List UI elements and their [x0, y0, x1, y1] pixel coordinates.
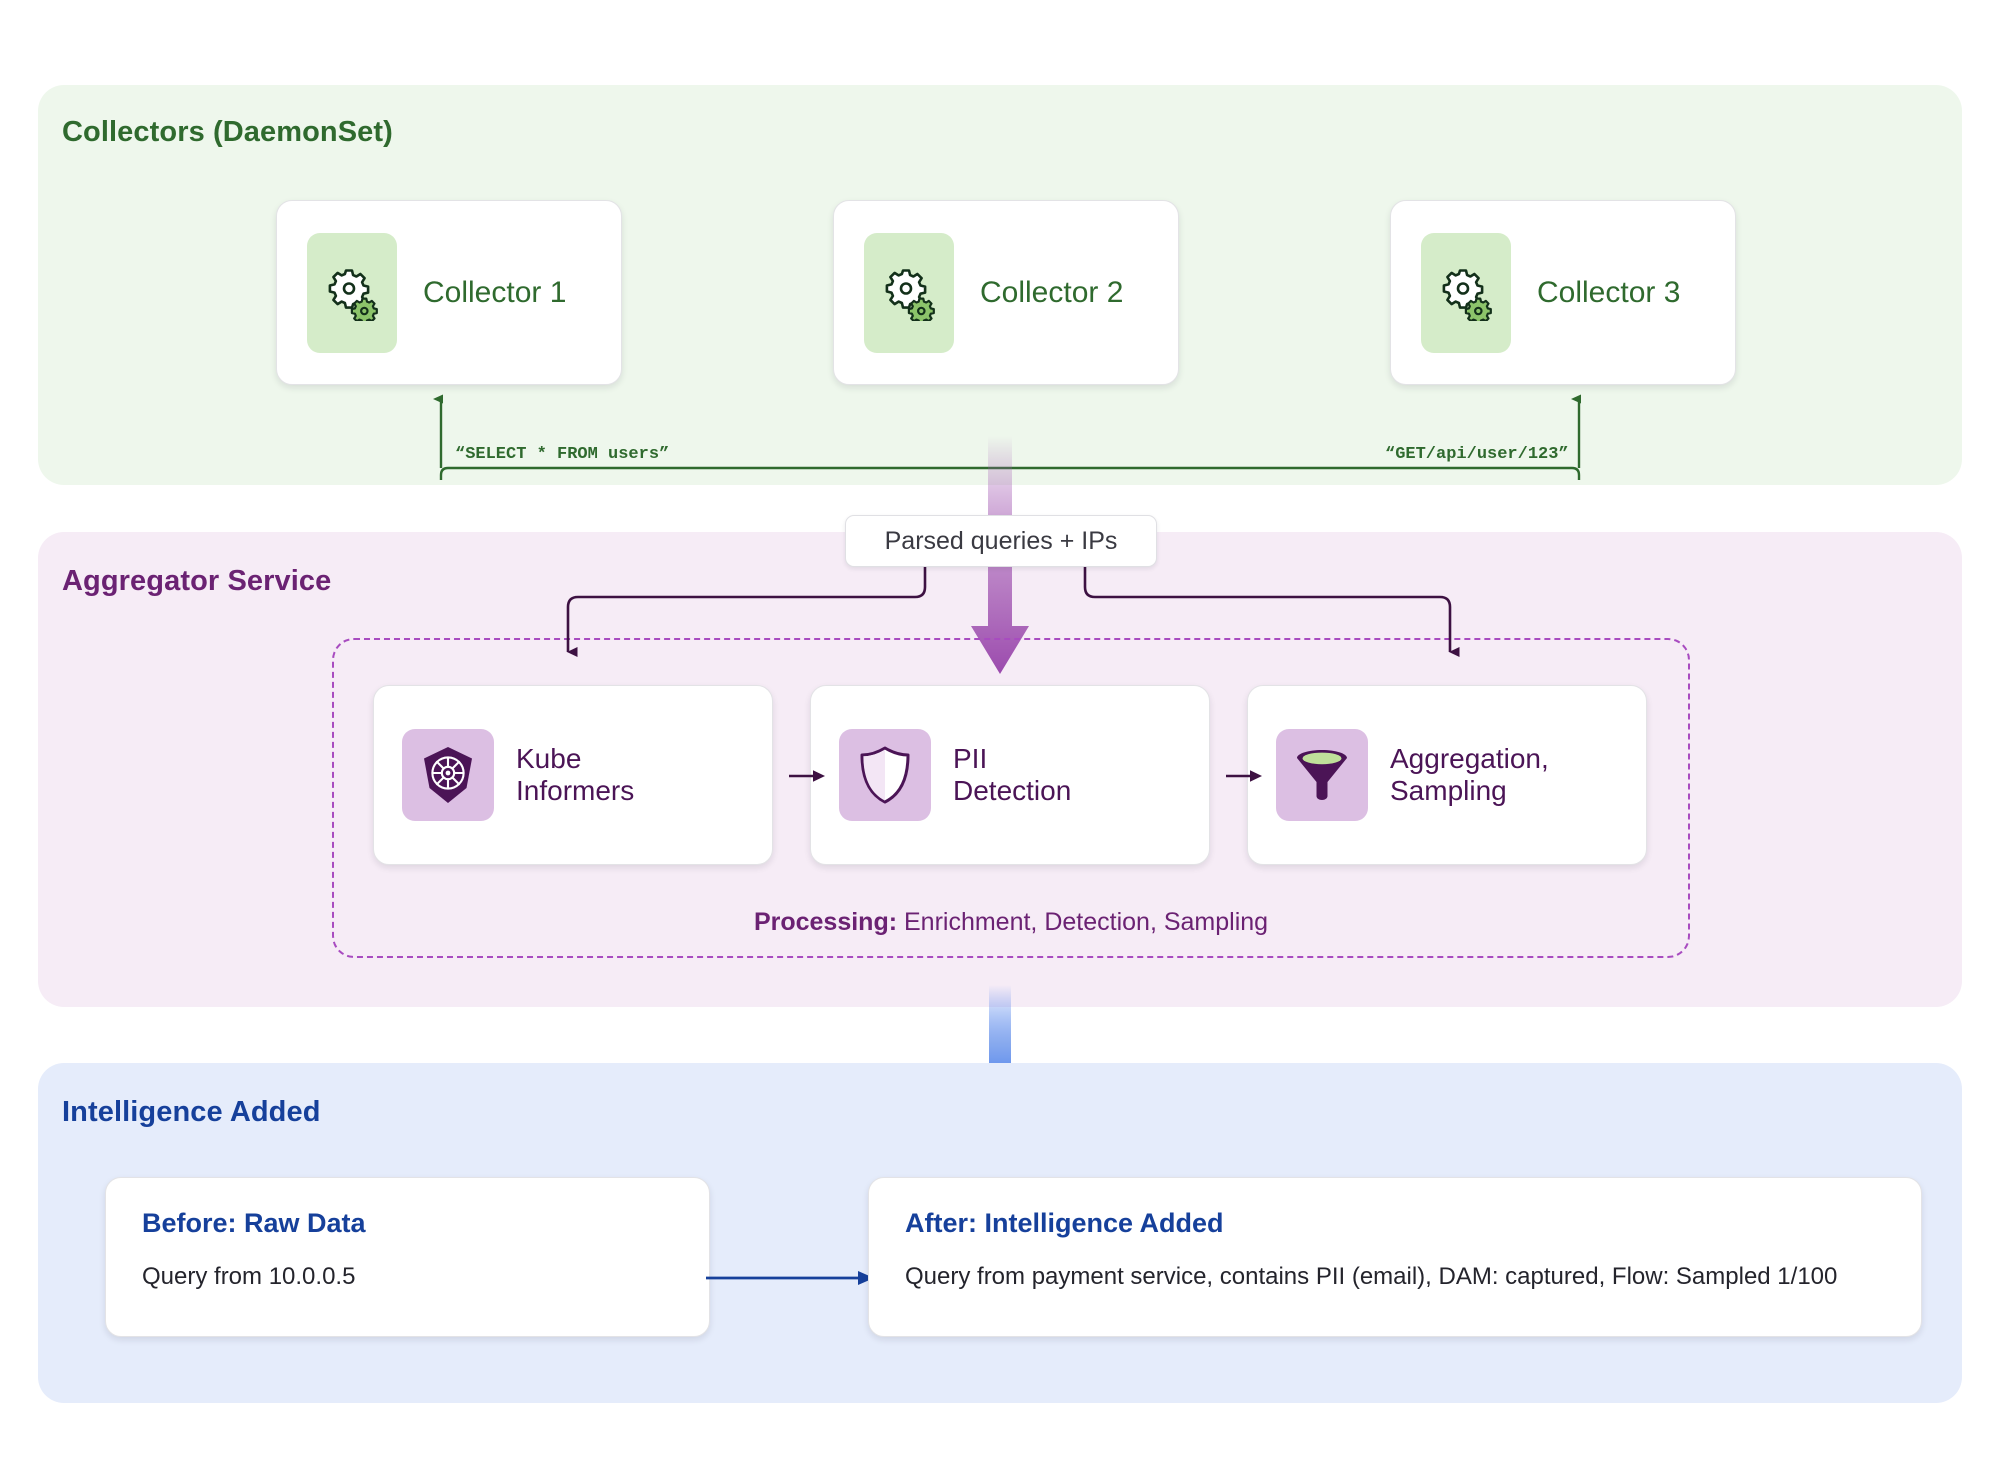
collector-card-2[interactable]: Collector 2	[833, 200, 1179, 385]
shield-icon	[839, 729, 931, 821]
after-card-body: Query from payment service, contains PII…	[905, 1263, 1838, 1290]
funnel-icon	[1276, 729, 1368, 821]
after-intelligence-card[interactable]: After: Intelligence Added Query from pay…	[868, 1177, 1922, 1337]
gears-icon	[307, 232, 397, 353]
collector-query-label-left: “SELECT * FROM users”	[455, 445, 670, 464]
stage-label-line1: Kube	[516, 742, 582, 774]
collector-query-label-right: “GET/api/user/123”	[1385, 445, 1569, 464]
stage-connector-arrow-1	[789, 770, 825, 782]
before-raw-data-card[interactable]: Before: Raw Data Query from 10.0.0.5	[105, 1177, 710, 1337]
stage-card-aggregation-sampling[interactable]: Aggregation,Sampling	[1247, 685, 1647, 865]
stage-card-label: Aggregation,Sampling	[1390, 743, 1549, 807]
processing-caption-label: Processing:	[753, 908, 898, 936]
flow-label-parsed-queries: Parsed queries + IPs	[845, 515, 1157, 567]
before-card-body: Query from 10.0.0.5	[142, 1263, 356, 1290]
section-intelligence-title: Intelligence Added	[62, 1096, 321, 1128]
processing-caption: Processing: Enrichment, Detection, Sampl…	[332, 908, 1690, 937]
before-after-arrow	[706, 1271, 874, 1285]
stage-label-line2: Informers	[516, 775, 635, 806]
stage-label-line1: PII	[953, 742, 988, 774]
section-collectors-title: Collectors (DaemonSet)	[62, 116, 393, 148]
processing-container	[332, 638, 1690, 958]
after-card-title: After: Intelligence Added	[905, 1208, 1224, 1238]
stage-label-line2: Detection	[953, 775, 1072, 806]
kubernetes-icon	[402, 729, 494, 821]
before-card-title: Before: Raw Data	[142, 1208, 366, 1238]
section-aggregator-title: Aggregator Service	[62, 565, 332, 597]
collector-card-1[interactable]: Collector 1	[276, 200, 622, 385]
collector-card-label: Collector 1	[423, 275, 567, 309]
collector-card-label: Collector 2	[980, 275, 1124, 309]
stage-label-line2: Sampling	[1390, 775, 1507, 806]
stage-label-line1: Aggregation,	[1390, 742, 1549, 774]
aggregator-branch-connectors	[566, 565, 1460, 657]
collector-card-3[interactable]: Collector 3	[1390, 200, 1736, 385]
collector-card-label: Collector 3	[1537, 275, 1681, 309]
stage-connector-arrow-2	[1226, 770, 1262, 782]
gears-icon	[1421, 232, 1511, 353]
processing-caption-value: Enrichment, Detection, Sampling	[897, 908, 1269, 936]
gears-icon	[864, 232, 954, 353]
